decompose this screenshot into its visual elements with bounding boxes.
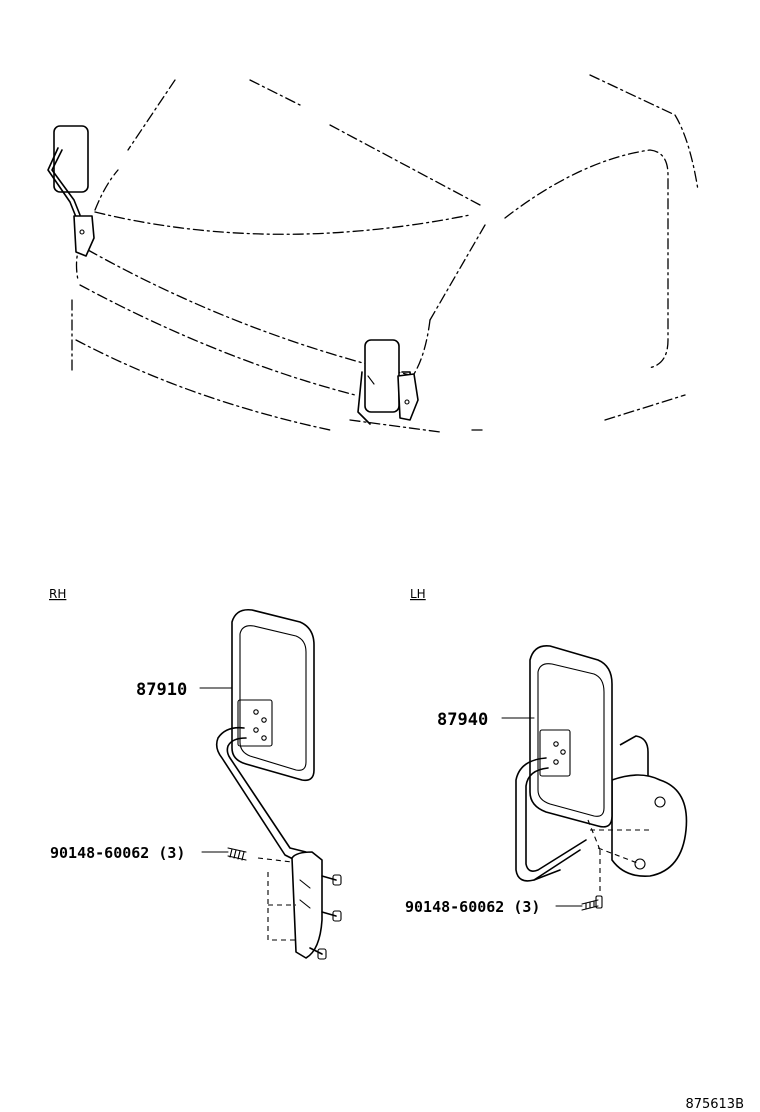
lh-mirror-on-cab-icon bbox=[357, 339, 419, 425]
screw-icon bbox=[227, 847, 247, 861]
rh-mirror-on-cab-icon bbox=[47, 125, 95, 257]
rh-view-label: RH bbox=[49, 587, 66, 601]
lh-screw-icon bbox=[581, 895, 603, 911]
lh-mirror-part-number: 87940 bbox=[437, 710, 488, 730]
rh-screw-part-number: 90148-60062 (3) bbox=[50, 844, 185, 862]
lh-outside-rear-view-mirror-icon bbox=[515, 644, 688, 895]
diagram-reference-number: 875613B bbox=[685, 1097, 744, 1112]
lh-screw-part-number: 90148-60062 (3) bbox=[405, 898, 540, 916]
lh-view-label: LH bbox=[410, 587, 426, 601]
outside-rear-view-mirror-icon bbox=[215, 608, 342, 960]
rh-mirror-part-number: 87910 bbox=[136, 680, 187, 700]
